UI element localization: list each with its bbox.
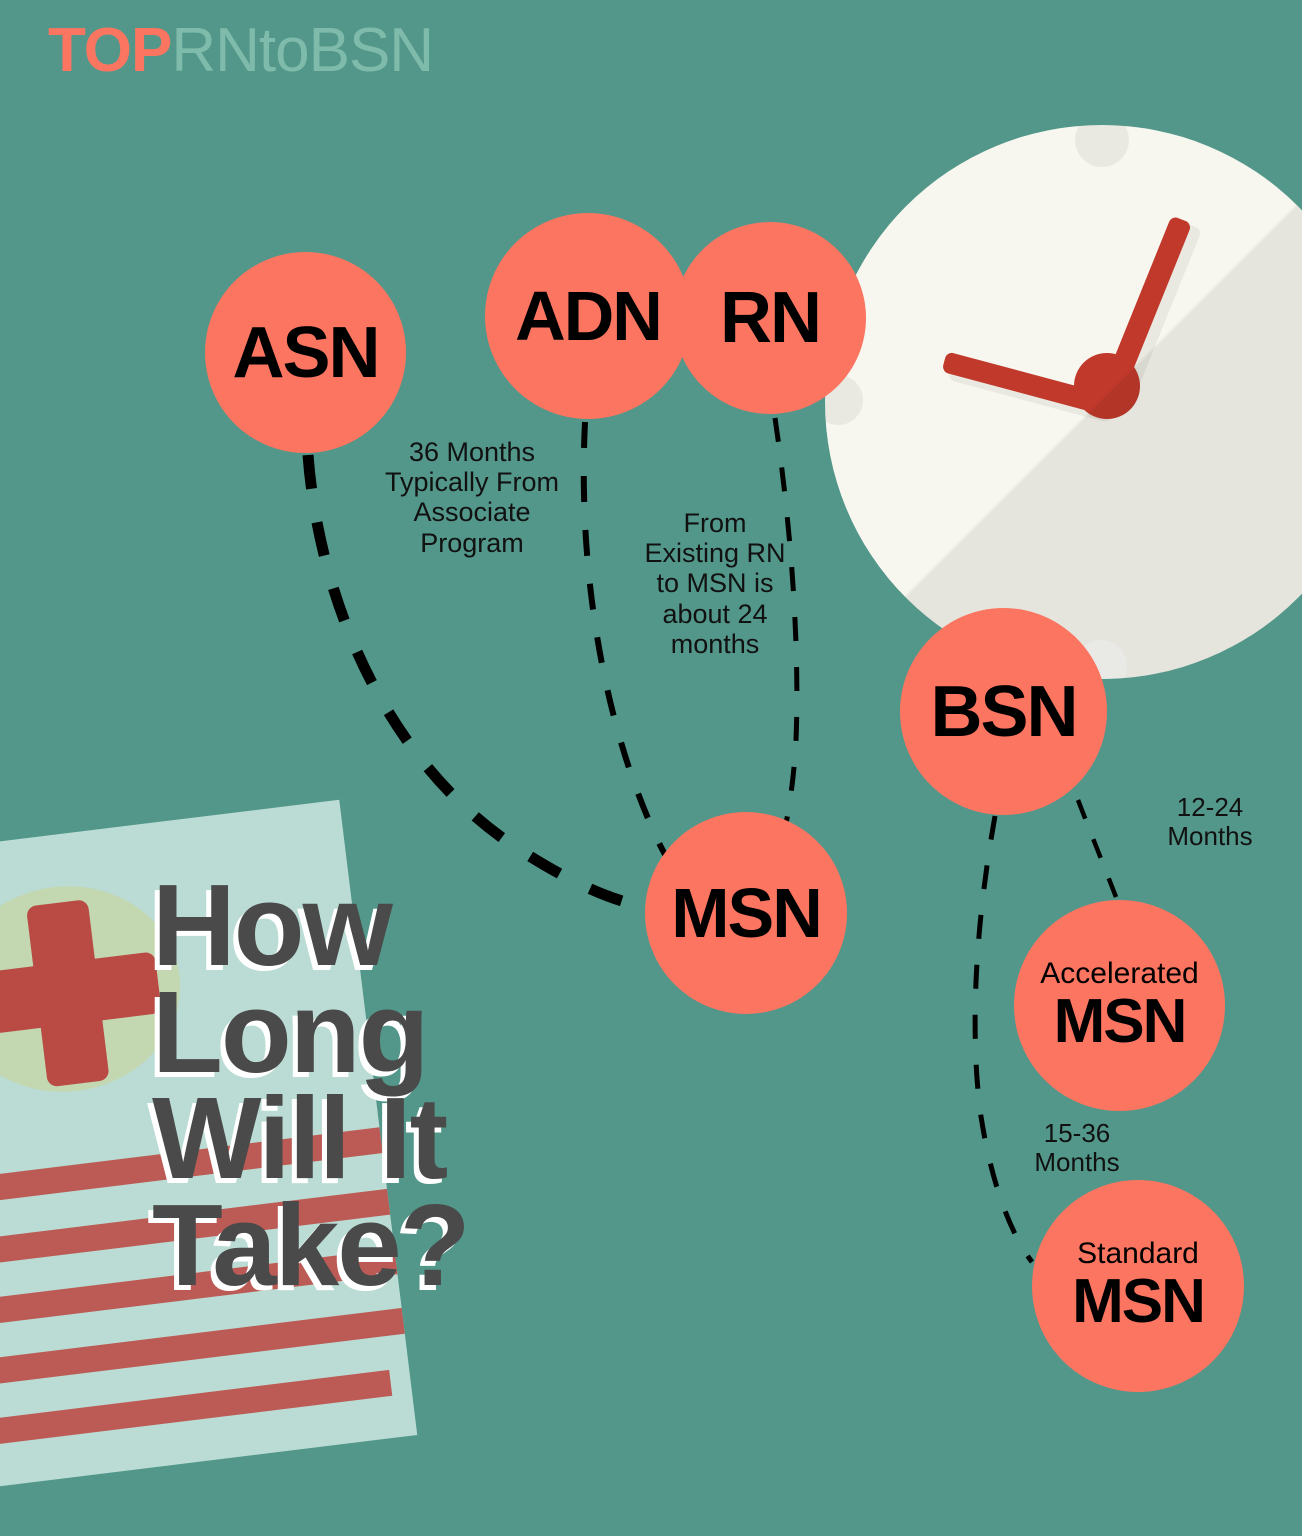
node-asn-label: ASN <box>232 312 380 393</box>
annotation-asn-adn-duration: 36 Months Typically From Associate Progr… <box>384 437 560 558</box>
annotation-accelerated-msn-duration: 12-24 Months <box>1167 792 1253 852</box>
clock-marker-12-icon <box>1075 125 1129 167</box>
edge-bsn-to-standard-msn <box>972 815 1034 1264</box>
edge-asn-to-msn <box>302 454 661 916</box>
logo-primary-text: TOP <box>48 16 172 85</box>
node-msn[interactable]: MSN <box>645 812 847 1014</box>
node-standard-msn-label: MSN <box>1072 1267 1206 1336</box>
clock-illustration <box>825 125 1302 679</box>
annotation-standard-msn-duration: 15-36 Months <box>1034 1118 1120 1178</box>
logo-secondary-text: RNtoBSN <box>171 16 434 85</box>
node-standard-msn[interactable]: Standard MSN <box>1032 1180 1244 1392</box>
annotation-rn-duration: From Existing RN to MSN is about 24 mont… <box>644 508 786 659</box>
clock-center-hub-icon <box>1074 353 1140 419</box>
node-adn[interactable]: ADN <box>485 213 691 419</box>
node-asn[interactable]: ASN <box>205 252 406 453</box>
node-accelerated-msn[interactable]: Accelerated MSN <box>1014 900 1225 1111</box>
node-bsn-label: BSN <box>930 671 1078 752</box>
node-accelerated-msn-prefix: Accelerated <box>1040 956 1199 990</box>
node-rn-label: RN <box>720 278 822 358</box>
node-rn[interactable]: RN <box>674 222 866 414</box>
node-bsn[interactable]: BSN <box>900 608 1107 815</box>
brand-logo[interactable]: TOPRNtoBSN <box>48 20 434 82</box>
clock-shadow-overlay <box>825 125 1302 679</box>
node-standard-msn-prefix: Standard <box>1077 1237 1199 1270</box>
node-accelerated-msn-label: MSN <box>1053 986 1188 1056</box>
node-adn-label: ADN <box>515 277 663 355</box>
node-msn-label: MSN <box>671 874 823 952</box>
page-title: How Long Will It Take? <box>152 860 471 1311</box>
